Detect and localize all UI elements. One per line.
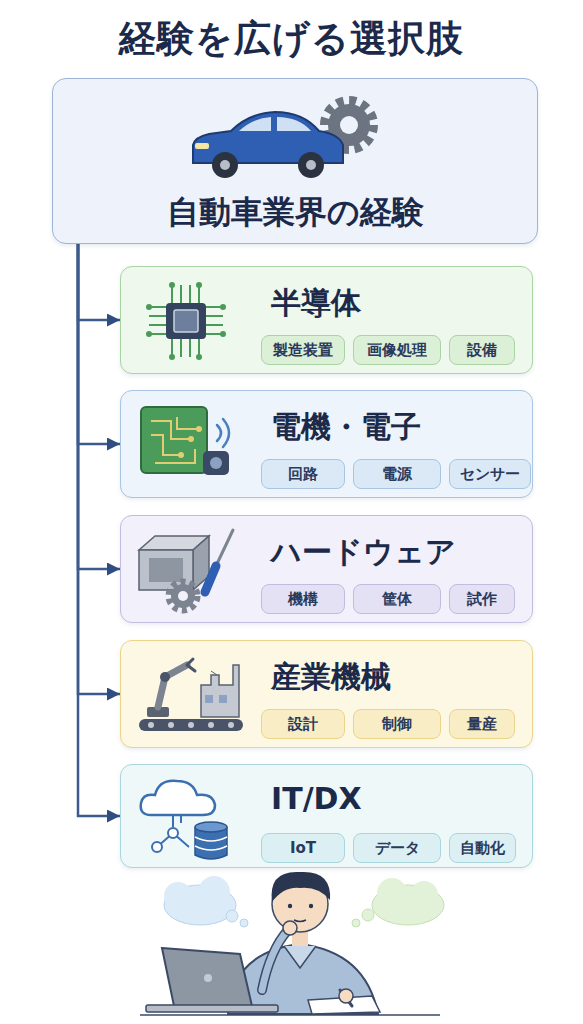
skill-tag: センサー bbox=[449, 459, 531, 489]
category-box: 回路 電源 センサー 電機・電子 bbox=[120, 390, 533, 498]
category-heading: 産業機械 bbox=[271, 657, 391, 698]
tag-label: 自動化 bbox=[460, 834, 505, 862]
category-heading: IT/DX bbox=[271, 781, 362, 816]
tag-label: 設備 bbox=[467, 336, 497, 364]
skill-tag: 設備 bbox=[449, 335, 515, 365]
tag-label: 量産 bbox=[467, 710, 497, 738]
category-heading: 電機・電子 bbox=[271, 407, 421, 448]
skill-tag: 機構 bbox=[261, 584, 345, 614]
thought-bubble bbox=[352, 878, 444, 927]
skill-tag: データ bbox=[353, 833, 441, 863]
diagram-title: 経験を広げる選択肢 bbox=[119, 14, 464, 64]
branch-arrow bbox=[78, 244, 120, 320]
category-heading: ハードウェア bbox=[271, 532, 456, 573]
tag-label: データ bbox=[375, 834, 420, 862]
skill-tag: 量産 bbox=[449, 709, 515, 739]
skill-tag: 製造装置 bbox=[261, 335, 345, 365]
branch-arrow bbox=[78, 244, 120, 569]
title-bar: 経験を広げる選択肢 bbox=[0, 14, 583, 64]
tag-label: 製造装置 bbox=[273, 336, 333, 364]
tag-label: センサー bbox=[460, 460, 520, 488]
category-box: 設計 制御 量産 産業機械 bbox=[120, 640, 533, 748]
tag-label: 画像処理 bbox=[367, 336, 427, 364]
branch-arrow bbox=[78, 244, 120, 694]
skill-tag: 試作 bbox=[449, 584, 515, 614]
branch-arrow bbox=[78, 244, 120, 816]
tag-label: 機構 bbox=[288, 585, 318, 613]
skill-tag: IoT bbox=[261, 833, 345, 863]
tag-label: 設計 bbox=[288, 710, 318, 738]
source-box: 自動車業界の経験 bbox=[52, 78, 538, 244]
skill-tag: 自動化 bbox=[449, 833, 516, 863]
category-box: IoT データ 自動化 IT/DX bbox=[120, 764, 533, 868]
tag-label: 試作 bbox=[467, 585, 497, 613]
tag-label: 電源 bbox=[382, 460, 412, 488]
skill-tag: 回路 bbox=[261, 459, 345, 489]
category-box: 機構 筐体 試作ハードウェア bbox=[120, 515, 533, 623]
skill-tag: 筐体 bbox=[353, 584, 441, 614]
tag-label: 筐体 bbox=[382, 585, 412, 613]
tag-label: IoT bbox=[290, 834, 316, 862]
tag-label: 回路 bbox=[288, 460, 318, 488]
skill-tag: 設計 bbox=[261, 709, 345, 739]
thought-bubble bbox=[164, 876, 248, 927]
skill-tag: 画像処理 bbox=[353, 335, 441, 365]
category-heading: 半導体 bbox=[271, 283, 361, 324]
source-label: 自動車業界の経験 bbox=[53, 191, 537, 235]
category-box: 製造装置 画像処理 設備 半導体 bbox=[120, 266, 533, 374]
skill-tag: 制御 bbox=[353, 709, 441, 739]
tag-label: 制御 bbox=[382, 710, 412, 738]
skill-tag: 電源 bbox=[353, 459, 441, 489]
branch-arrow bbox=[78, 244, 120, 444]
